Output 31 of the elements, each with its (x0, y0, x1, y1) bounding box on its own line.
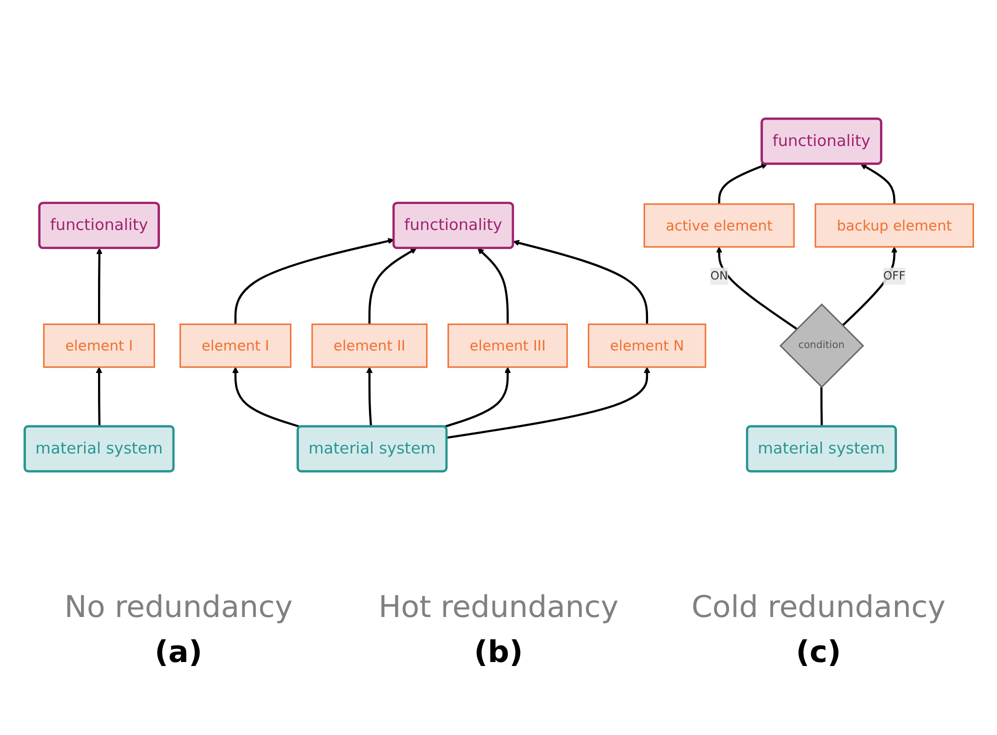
arrow (232, 366, 300, 428)
node-box: element II (310, 324, 428, 368)
node-box: active element (643, 203, 794, 248)
arrow (476, 248, 508, 324)
arrow (841, 246, 897, 326)
arrow (716, 246, 797, 330)
panel-caption: No redundancy (64, 590, 293, 625)
edge-label: ON (710, 269, 728, 283)
node-box: element I (179, 324, 291, 368)
node-box: element N (587, 324, 706, 368)
arrow (366, 366, 372, 427)
panel-tag: (a) (154, 635, 202, 670)
node-box: backup element (814, 203, 974, 248)
arrow (718, 163, 767, 204)
node-box: element III (447, 324, 568, 368)
arrow (512, 240, 648, 324)
panel-caption: Hot redundancy (378, 590, 619, 625)
edge-label: OFF (882, 269, 905, 283)
arrow (860, 164, 895, 204)
panel-tag: (c) (796, 635, 842, 670)
arrow (96, 248, 102, 324)
arrow (444, 366, 510, 428)
node-box: element I (42, 324, 155, 368)
arrow (95, 366, 102, 427)
arrow (446, 366, 650, 439)
panel-caption: Cold redundancy (691, 590, 946, 625)
node-diamond: condition (778, 303, 864, 388)
connector (820, 387, 822, 427)
panel-tag: (b) (474, 635, 523, 670)
arrow (234, 238, 394, 324)
arrow (368, 248, 416, 324)
